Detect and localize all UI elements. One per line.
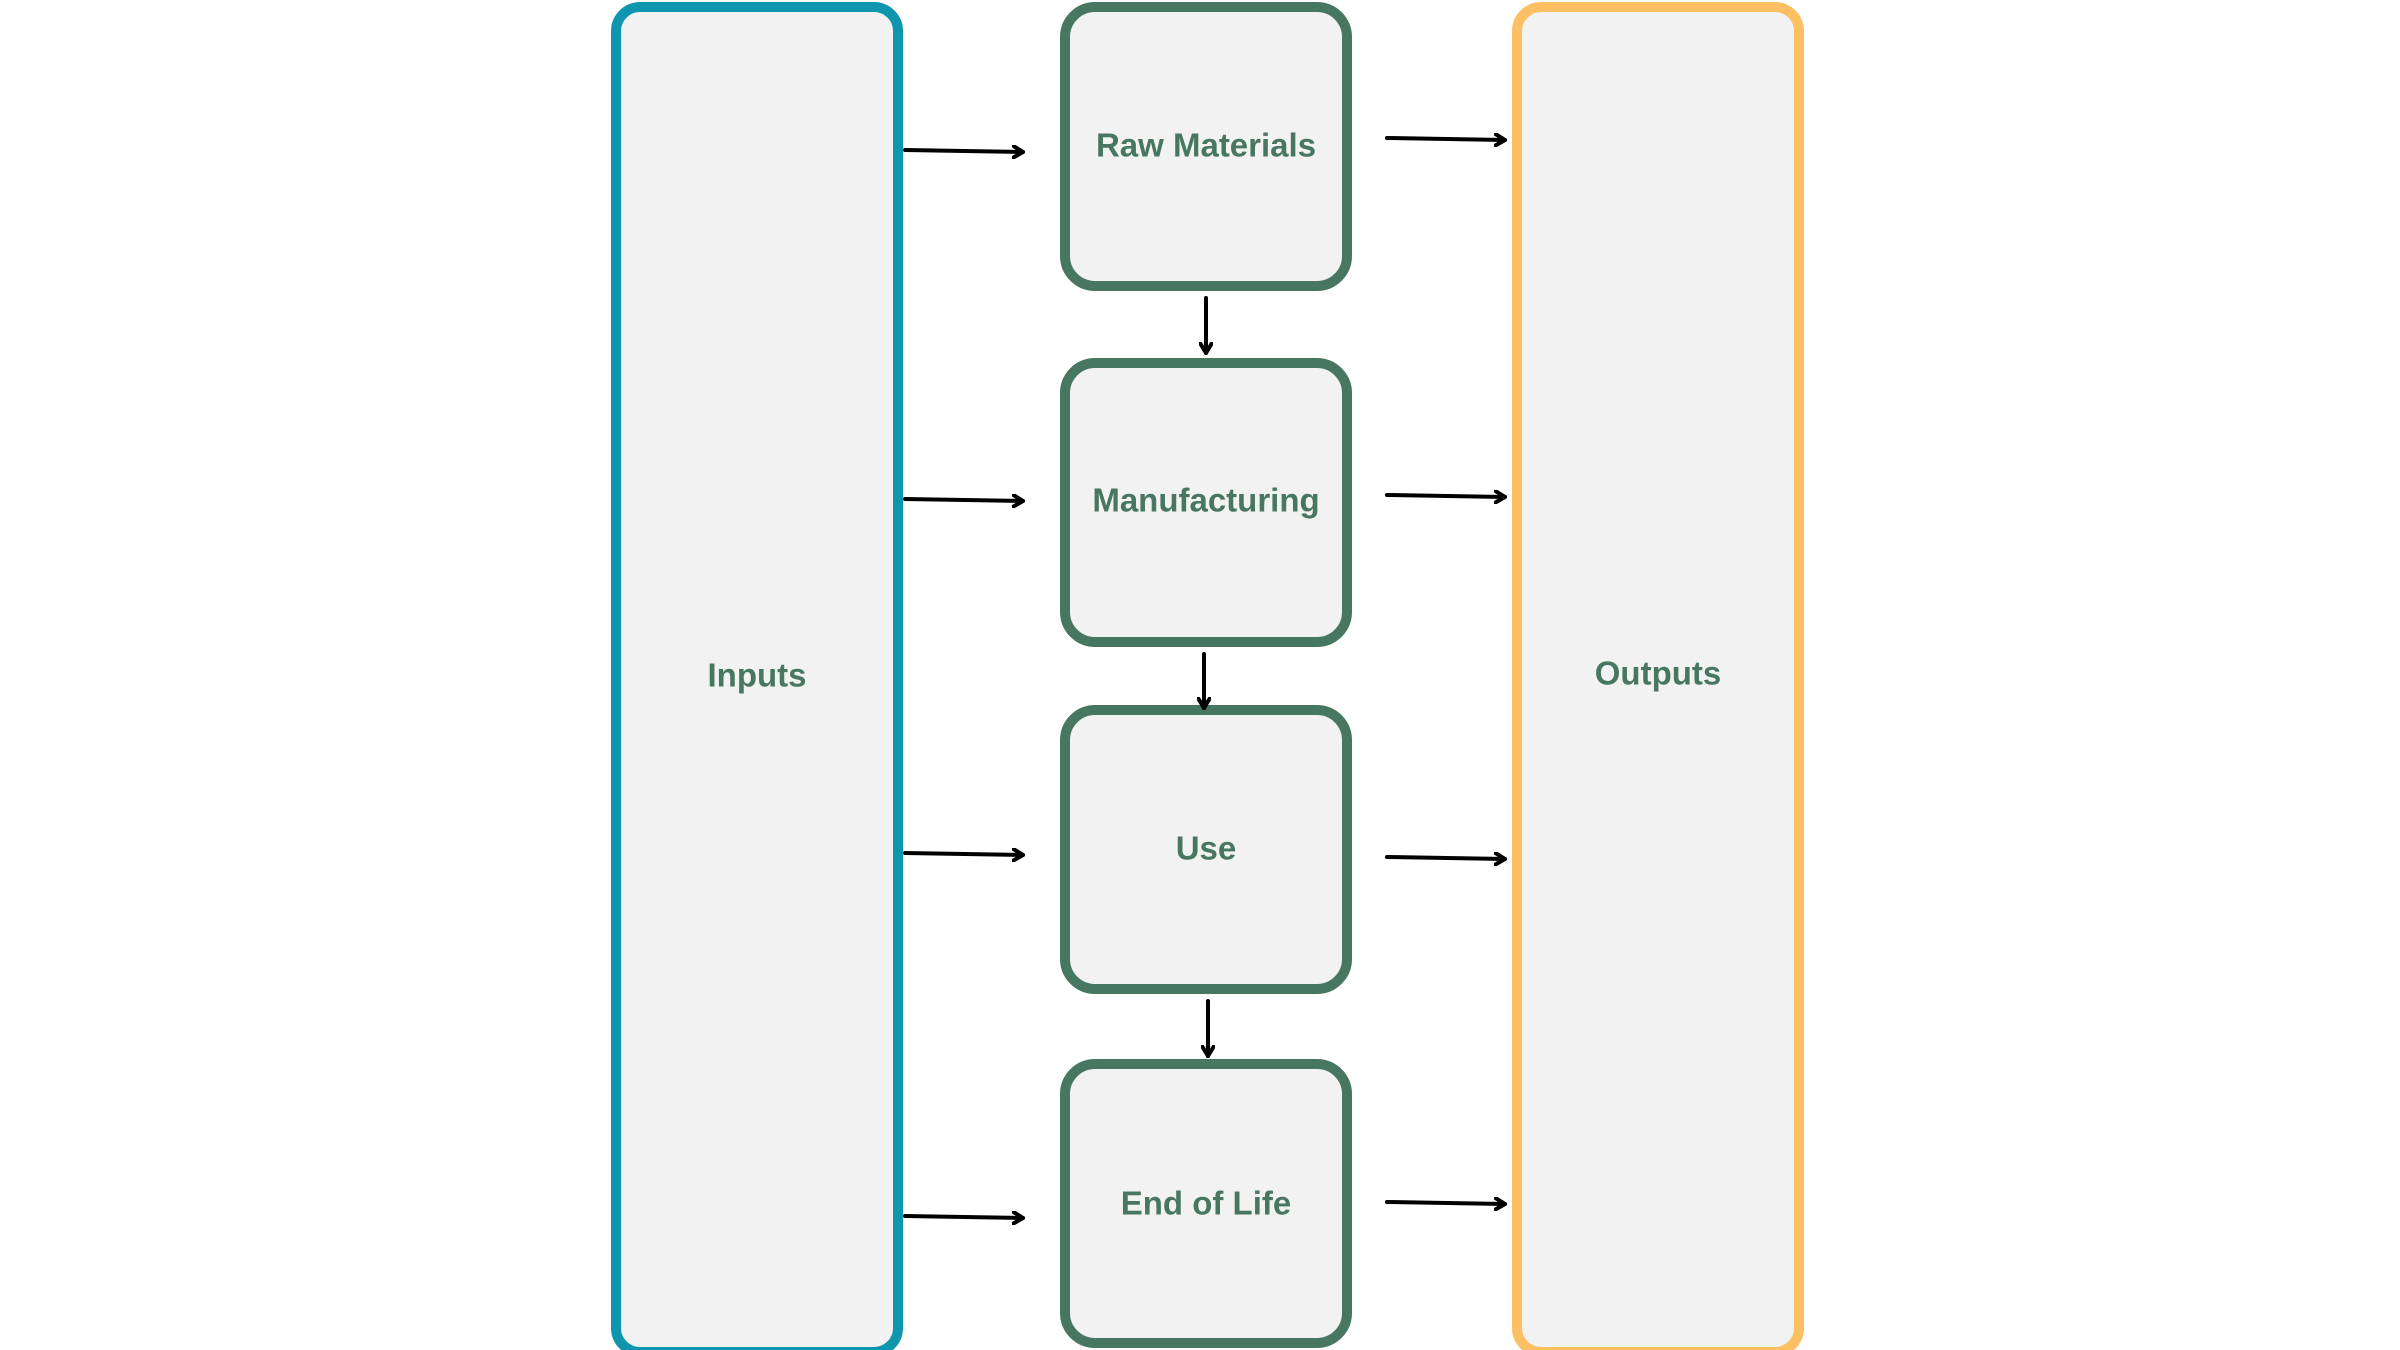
stage-label: Use bbox=[1176, 830, 1237, 867]
stage-box bbox=[1060, 358, 1352, 647]
arrow-raw-materials-to-output bbox=[1385, 138, 1507, 140]
outputs-box bbox=[1512, 2, 1804, 1350]
stage-raw-materials: Raw Materials bbox=[1060, 2, 1352, 291]
output-arrows bbox=[1385, 138, 1507, 1204]
stage-use: Use bbox=[1060, 705, 1352, 994]
stage-label: Manufacturing bbox=[1092, 482, 1319, 519]
stage-manufacturing: Manufacturing bbox=[1060, 358, 1352, 647]
stage-box bbox=[1060, 1059, 1352, 1348]
stage-end-of-life: End of Life bbox=[1060, 1059, 1352, 1348]
arrow-input-to-manufacturing bbox=[903, 499, 1025, 501]
stage-box bbox=[1060, 705, 1352, 994]
inputs-label: Inputs bbox=[708, 657, 807, 694]
arrow-input-to-raw-materials bbox=[903, 150, 1025, 152]
inputs-column: Inputs bbox=[611, 2, 903, 1350]
arrow-input-to-end-of-life bbox=[903, 1216, 1025, 1218]
arrow-use-to-output bbox=[1385, 857, 1507, 859]
arrow-input-to-use bbox=[903, 853, 1025, 855]
stage-label: Raw Materials bbox=[1096, 127, 1316, 164]
inputs-box bbox=[611, 2, 903, 1350]
outputs-label: Outputs bbox=[1595, 655, 1721, 692]
arrow-end-of-life-to-output bbox=[1385, 1202, 1507, 1204]
arrow-manufacturing-to-output bbox=[1385, 495, 1507, 497]
stage-label: End of Life bbox=[1121, 1185, 1291, 1222]
stage-box bbox=[1060, 2, 1352, 291]
stage-flow-arrows bbox=[1204, 296, 1208, 1058]
outputs-column: Outputs bbox=[1512, 2, 1804, 1350]
input-arrows bbox=[903, 150, 1025, 1218]
